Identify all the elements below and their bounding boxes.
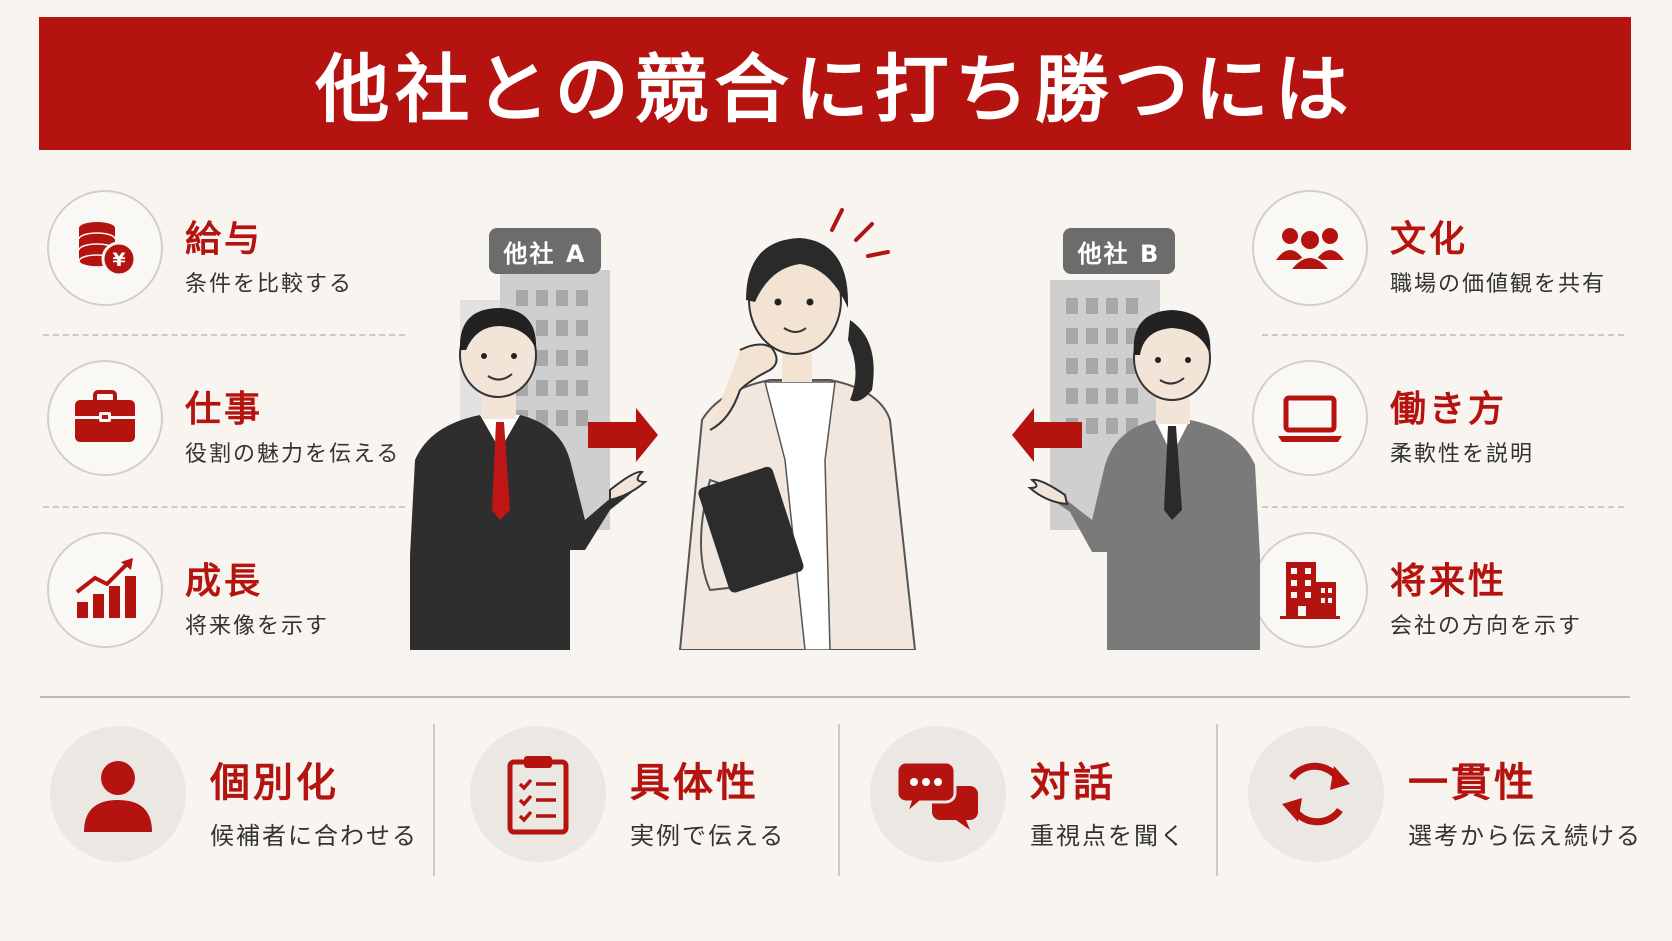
bottom-item-dialogue: 対話 重視点を聞く [870,726,1250,876]
arrow-right-icon [588,408,658,462]
divider [1216,724,1218,876]
item-desc: 選考から伝え続ける [1408,822,1642,850]
company-a-label: 他社 A [489,228,601,274]
divider [1262,334,1624,336]
item-desc: 職場の価値観を共有 [1390,272,1607,297]
bottom-item-specificity: 具体性 実例で伝える [470,726,850,876]
item-title: 個別化 [210,760,339,806]
divider [43,506,405,508]
recruiter-a-illustration [405,308,648,650]
arrow-left-icon [1012,408,1082,462]
svg-text:¥: ¥ [112,249,125,271]
item-desc: 候補者に合わせる [210,822,418,850]
item-desc: 柔軟性を説明 [1390,442,1535,467]
yen-coins-icon: ¥ [47,190,163,306]
left-item-work: 仕事 役割の魅力を伝える [47,360,427,510]
left-item-salary: ¥ 給与 条件を比較する [47,190,427,340]
page-title: 他社との競合に打ち勝つには [315,47,1355,133]
divider [433,724,435,876]
refresh-cycle-icon [1248,726,1384,862]
item-desc: 役割の魅力を伝える [185,442,401,467]
group-icon [1252,190,1368,306]
divider [43,334,405,336]
item-desc: 重視点を聞く [1030,822,1186,850]
right-item-culture: 文化 職場の価値観を共有 [1252,190,1632,340]
clipboard-checklist-icon [470,726,606,862]
right-item-workstyle: 働き方 柔軟性を説明 [1252,360,1632,510]
bottom-item-consistency: 一貫性 選考から伝え続ける [1248,726,1640,876]
section-divider [40,696,1630,698]
item-title: 具体性 [630,760,759,806]
chat-bubbles-icon [870,726,1006,862]
competition-illustration: 他社 A 他社 B [405,190,1265,651]
growth-chart-icon [47,532,163,648]
candidate-illustration [678,208,917,651]
item-desc: 条件を比較する [185,272,354,297]
briefcase-icon [47,360,163,476]
item-desc: 将来像を示す [185,614,330,639]
left-item-growth: 成長 将来像を示す [47,532,427,682]
item-title: 仕事 [185,389,264,430]
person-icon [50,726,186,862]
item-title: 一貫性 [1408,760,1537,806]
item-title: 給与 [185,219,264,260]
laptop-icon [1252,360,1368,476]
item-title: 成長 [185,561,264,602]
item-title: 働き方 [1390,389,1508,430]
divider [838,724,840,876]
right-item-future: 将来性 会社の方向を示す [1252,532,1632,682]
building-icon [1252,532,1368,648]
item-title: 文化 [1390,219,1469,260]
title-banner: 他社との競合に打ち勝つには [39,17,1631,150]
divider [1262,506,1624,508]
item-title: 対話 [1030,760,1116,806]
company-b-label: 他社 B [1063,228,1175,274]
item-title: 将来性 [1390,561,1508,602]
recruiter-b-illustration [1027,310,1265,650]
item-desc: 実例で伝える [630,822,786,850]
bottom-item-personalization: 個別化 候補者に合わせる [50,726,430,876]
item-desc: 会社の方向を示す [1390,614,1583,639]
